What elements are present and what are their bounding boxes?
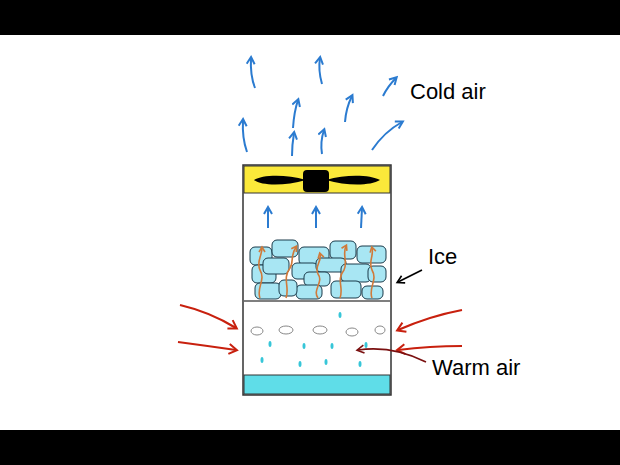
warm-air-arrows <box>178 305 462 350</box>
cold-air-arrows <box>243 58 402 156</box>
fan-band <box>244 166 390 193</box>
letterbox-bar <box>0 0 620 35</box>
fan-symbol <box>254 170 380 192</box>
ice-cubes <box>250 240 386 299</box>
inner-airflow-arrows <box>268 208 362 228</box>
warm-air-leader <box>358 349 426 362</box>
water-reservoir <box>244 375 390 394</box>
ice-leader <box>398 270 422 282</box>
text-label: Ice <box>428 245 457 269</box>
text-label: Warm air <box>432 356 520 380</box>
letterbox-bar <box>0 430 620 465</box>
ice-tray <box>244 300 390 302</box>
moisture <box>251 312 385 367</box>
text-label: Cold air <box>410 80 486 104</box>
cooler-housing <box>243 165 391 395</box>
airflow-through-ice <box>259 246 374 298</box>
